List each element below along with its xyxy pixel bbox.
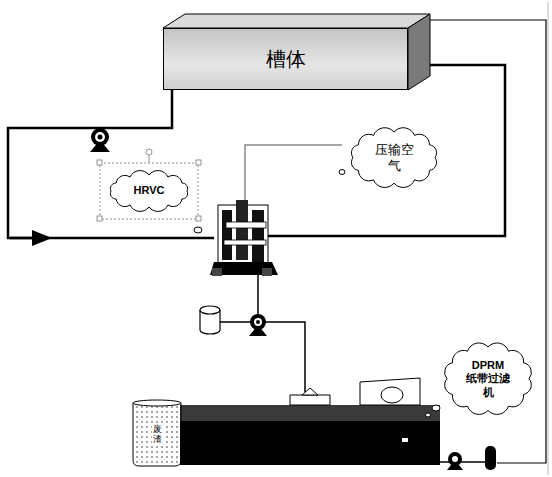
bin-label-area: 废渣	[133, 405, 181, 465]
node-label: HRVC	[134, 184, 165, 197]
page-frame	[548, 2, 549, 475]
tank-side	[408, 14, 430, 90]
filtrate-tank	[485, 446, 496, 470]
return-pipe	[8, 90, 214, 238]
selection-frame	[97, 149, 201, 221]
sludge-pipe	[220, 272, 305, 392]
callout-cloud: DPRM 纸带过滤机	[440, 340, 536, 417]
tank-top	[163, 14, 430, 28]
sludge-tank	[200, 306, 220, 334]
cloud-outline	[110, 171, 187, 212]
cloud-outline	[445, 343, 532, 414]
cloud-outline	[351, 128, 436, 188]
outlet-pipe	[440, 461, 490, 463]
waste-bin	[133, 400, 181, 466]
tank-box: 槽体	[163, 28, 408, 90]
flow-arrow	[10, 237, 42, 240]
pump	[447, 452, 463, 470]
air-pipe	[245, 145, 342, 205]
node-label: 压输空气	[373, 142, 415, 173]
pump	[249, 314, 267, 336]
filtrate-pipe	[430, 20, 546, 463]
callout-cloud: 压输空气	[346, 125, 442, 190]
node-label: 槽体	[266, 46, 306, 73]
node-label: 废渣	[152, 424, 163, 446]
node-label: DPRM 纸带过滤机	[466, 359, 510, 399]
callout-tail	[432, 405, 440, 411]
paper-band-filter	[180, 378, 440, 465]
hrvc-unit	[210, 200, 278, 276]
callout-tail	[426, 413, 431, 417]
callout-tail	[339, 170, 345, 175]
pump	[90, 128, 110, 152]
supply-pipe	[268, 65, 505, 236]
callout-tail	[194, 227, 202, 233]
callout-cloud: HRVC	[104, 168, 194, 214]
